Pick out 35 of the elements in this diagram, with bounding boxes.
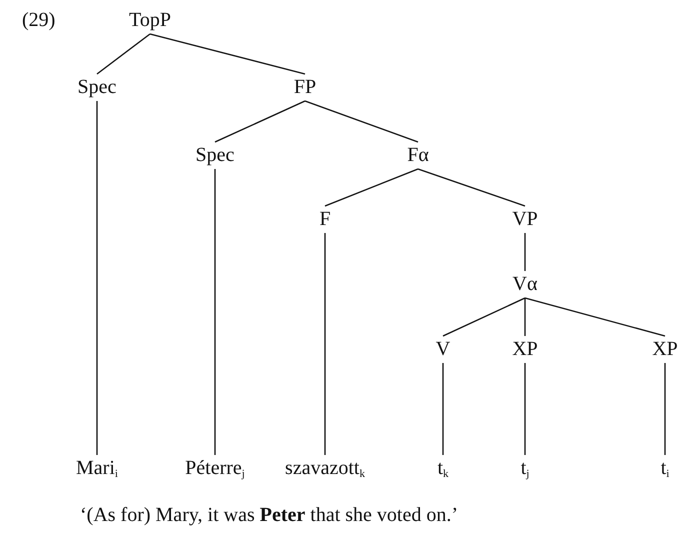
tree-branch: [324, 168, 418, 207]
word-label: szavazott$_{k}$: [285, 456, 365, 480]
tree-branch: [96, 101, 98, 455]
category-label: F: [319, 207, 331, 231]
word-label: Mari$_{i}$: [76, 456, 118, 480]
tree-branch: [442, 363, 444, 455]
tree-branch: [418, 168, 526, 207]
word-label: Péterre$_{j}$: [185, 456, 245, 480]
category-label: V: [436, 337, 450, 361]
word-label: t$_{k}$: [437, 456, 449, 480]
category-label: FP: [294, 75, 316, 99]
category-label: TopP: [129, 8, 171, 32]
tree-branch: [664, 363, 666, 455]
category-label: VP: [512, 207, 538, 231]
category-label: XP: [512, 337, 538, 361]
translation-caption: ‘(As for) Mary, it was Peter that she voted on.’: [80, 503, 458, 527]
tree-branch: [524, 298, 526, 336]
word-label: t$_{j}$: [520, 456, 530, 480]
category-label: Vα: [512, 272, 538, 296]
tree-branch: [324, 233, 326, 455]
tree-branch: [150, 33, 306, 75]
tree-branch: [214, 169, 216, 455]
category-label: Spec: [196, 143, 234, 167]
category-label: Fα: [407, 143, 429, 167]
example-number: (29): [22, 8, 56, 32]
tree-branch: [96, 33, 150, 75]
tree-branch: [524, 297, 666, 337]
tree-branch: [214, 100, 306, 143]
tree-branch: [524, 363, 526, 455]
category-label: Spec: [78, 75, 116, 99]
word-label: t$_{i}$: [660, 456, 670, 480]
category-label: XP: [652, 337, 678, 361]
tree-branch: [304, 100, 418, 143]
tree-branch: [524, 233, 526, 271]
tree-branch: [442, 297, 526, 337]
